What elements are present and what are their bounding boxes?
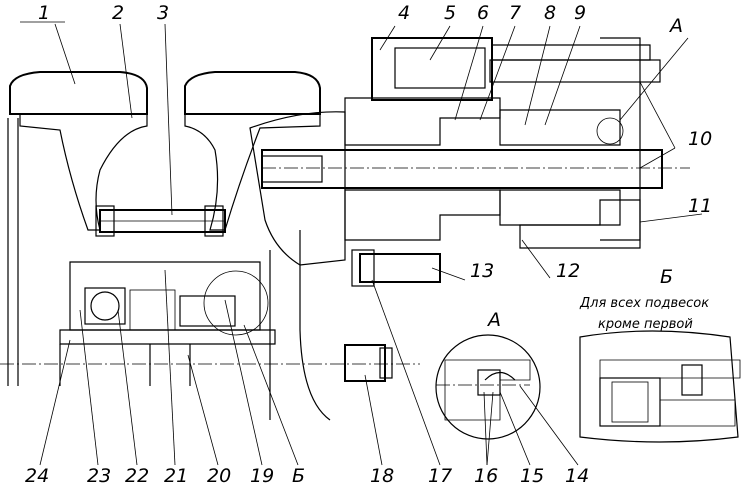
callout-15: 15: [520, 465, 544, 487]
callout-19: 19: [250, 465, 274, 487]
callout-24: 24: [25, 465, 49, 487]
callout-18: 18: [370, 465, 394, 487]
callout-11: 11: [688, 195, 712, 217]
view-b-title: Б: [660, 266, 673, 288]
view-a-title: А: [486, 309, 501, 331]
leader-lines: [20, 21, 703, 466]
callout-6: 6: [477, 2, 489, 24]
callout-17: 17: [428, 465, 452, 487]
view-b-note-line-2: кроме первой: [598, 317, 693, 332]
view-a-marker: А: [668, 15, 683, 37]
callout-numbers: 1 2 3 4 5 6 7 8 9 10 11 12 13 14 15 16 1…: [25, 2, 712, 487]
detail-view-b: [579, 330, 741, 443]
callout-13: 13: [470, 260, 494, 282]
callout-14: 14: [565, 465, 589, 487]
callout-2: 2: [112, 2, 124, 24]
callout-16: 16: [474, 465, 498, 487]
view-labels: А А Б Б Для всех подвесок кроме первой: [292, 15, 709, 487]
callout-12: 12: [556, 260, 580, 282]
callout-20: 20: [207, 465, 231, 487]
main-section-view: [0, 37, 690, 421]
callout-4: 4: [398, 2, 410, 24]
callout-8: 8: [544, 2, 556, 24]
callout-5: 5: [444, 2, 456, 24]
view-b-marker: Б: [292, 465, 305, 487]
callout-7: 7: [509, 2, 521, 24]
callout-22: 22: [125, 465, 149, 487]
callout-9: 9: [574, 2, 586, 24]
callout-3: 3: [157, 2, 169, 24]
callout-23: 23: [87, 465, 111, 487]
callout-1: 1: [38, 2, 50, 24]
detail-view-a: [435, 334, 541, 440]
callout-21: 21: [164, 465, 188, 487]
view-b-note-line-1: Для всех подвесок: [579, 296, 709, 311]
callout-10: 10: [688, 128, 712, 150]
